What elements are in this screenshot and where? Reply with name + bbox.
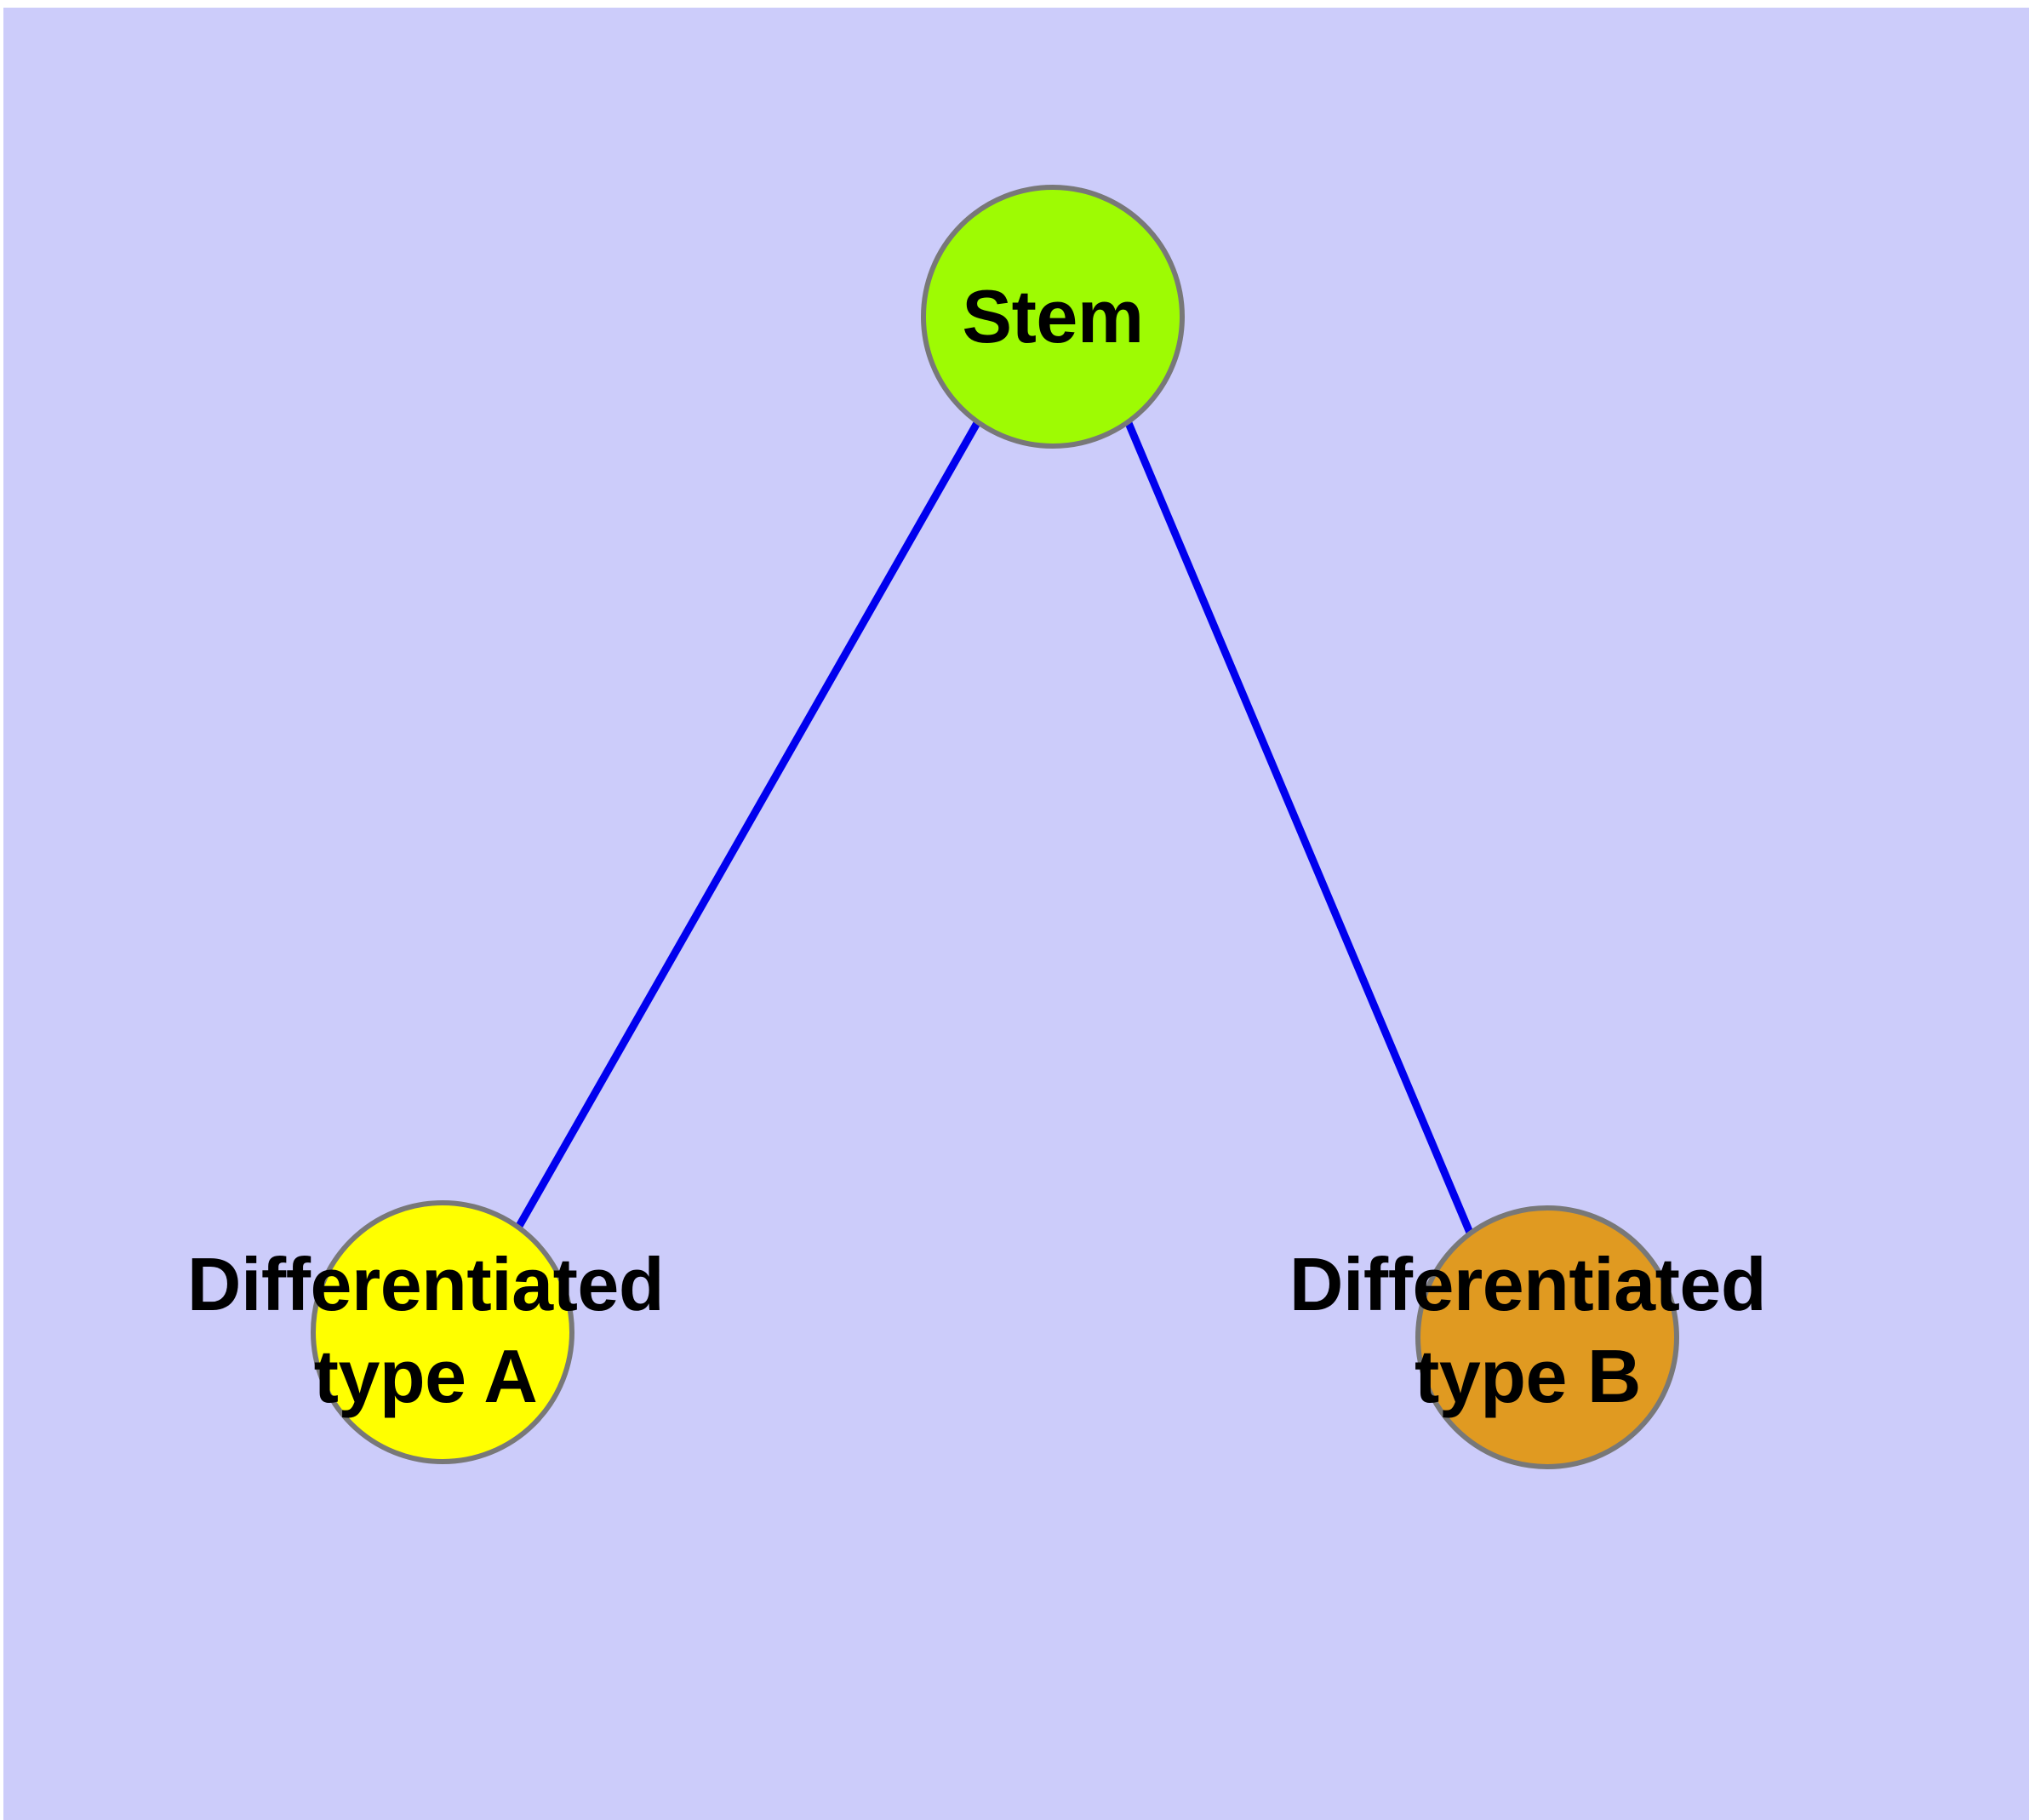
node-label-type-b-line2: type B	[1415, 1334, 1641, 1418]
node-label-type-a-line2: type A	[313, 1334, 538, 1418]
node-circle-differentiated-type-a[interactable]	[311, 1200, 574, 1464]
node-layer	[311, 185, 1679, 1469]
node-label-differentiated-type-a: Differentiated type A	[0, 1239, 851, 1422]
node-label-type-b-line1: Differentiated	[1289, 1242, 1767, 1326]
node-circle-differentiated-type-b[interactable]	[1415, 1205, 1679, 1469]
node-label-differentiated-type-b: Differentiated type B	[1102, 1239, 1953, 1422]
node-label-type-a-line1: Differentiated	[186, 1242, 665, 1326]
edge-stem-to-type-b	[1124, 421, 1474, 1234]
node-label-stem: Stem	[627, 271, 1478, 363]
edge-stem-to-type-a	[515, 421, 980, 1230]
node-circle-stem[interactable]	[921, 185, 1185, 449]
edge-layer	[515, 421, 1474, 1234]
node-label-stem-line1: Stem	[962, 274, 1144, 358]
